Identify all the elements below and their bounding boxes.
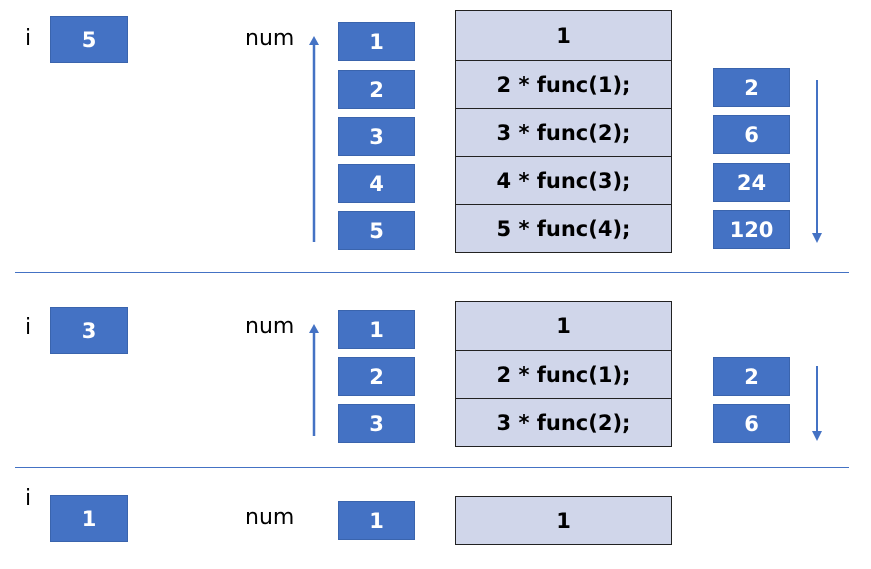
- stack-frame: 1: [456, 11, 671, 61]
- call-stack: 1: [455, 496, 672, 545]
- num-box: 2: [338, 70, 415, 109]
- num-box: 3: [338, 404, 415, 443]
- stack-frame: 4 * func(3);: [456, 157, 671, 205]
- stack-frame: 3 * func(2);: [456, 109, 671, 157]
- i-label: i: [25, 26, 32, 51]
- call-stack: 1 2 * func(1); 3 * func(2);: [455, 301, 672, 447]
- num-box: 3: [338, 117, 415, 156]
- stack-frame: 1: [456, 302, 671, 351]
- up-arrow-icon: [309, 324, 319, 436]
- section-divider: [15, 272, 849, 273]
- num-box: 1: [338, 310, 415, 349]
- num-box: 1: [338, 22, 415, 61]
- i-label: i: [25, 486, 32, 511]
- result-box: 2: [713, 68, 790, 107]
- stack-frame: 1: [456, 497, 671, 545]
- result-box: 6: [713, 115, 790, 154]
- num-label: num: [245, 505, 295, 530]
- i-value-box: 3: [50, 307, 128, 354]
- i-label: i: [25, 315, 32, 340]
- num-label: num: [245, 314, 295, 339]
- num-box: 2: [338, 357, 415, 396]
- num-box: 5: [338, 211, 415, 250]
- num-box: 1: [338, 501, 415, 540]
- result-box: 24: [713, 163, 790, 202]
- call-stack: 1 2 * func(1); 3 * func(2); 4 * func(3);…: [455, 10, 672, 253]
- stack-frame: 2 * func(1);: [456, 351, 671, 399]
- section-divider: [15, 467, 849, 468]
- down-arrow-icon: [812, 80, 822, 243]
- i-value-box: 1: [50, 495, 128, 542]
- num-box: 4: [338, 164, 415, 203]
- down-arrow-icon: [812, 366, 822, 441]
- stack-frame: 2 * func(1);: [456, 61, 671, 109]
- up-arrow-icon: [309, 36, 319, 242]
- num-label: num: [245, 26, 295, 51]
- i-value-box: 5: [50, 16, 128, 63]
- result-box: 6: [713, 404, 790, 443]
- result-box: 120: [713, 210, 790, 249]
- result-box: 2: [713, 357, 790, 396]
- stack-frame: 3 * func(2);: [456, 399, 671, 447]
- stack-frame: 5 * func(4);: [456, 205, 671, 253]
